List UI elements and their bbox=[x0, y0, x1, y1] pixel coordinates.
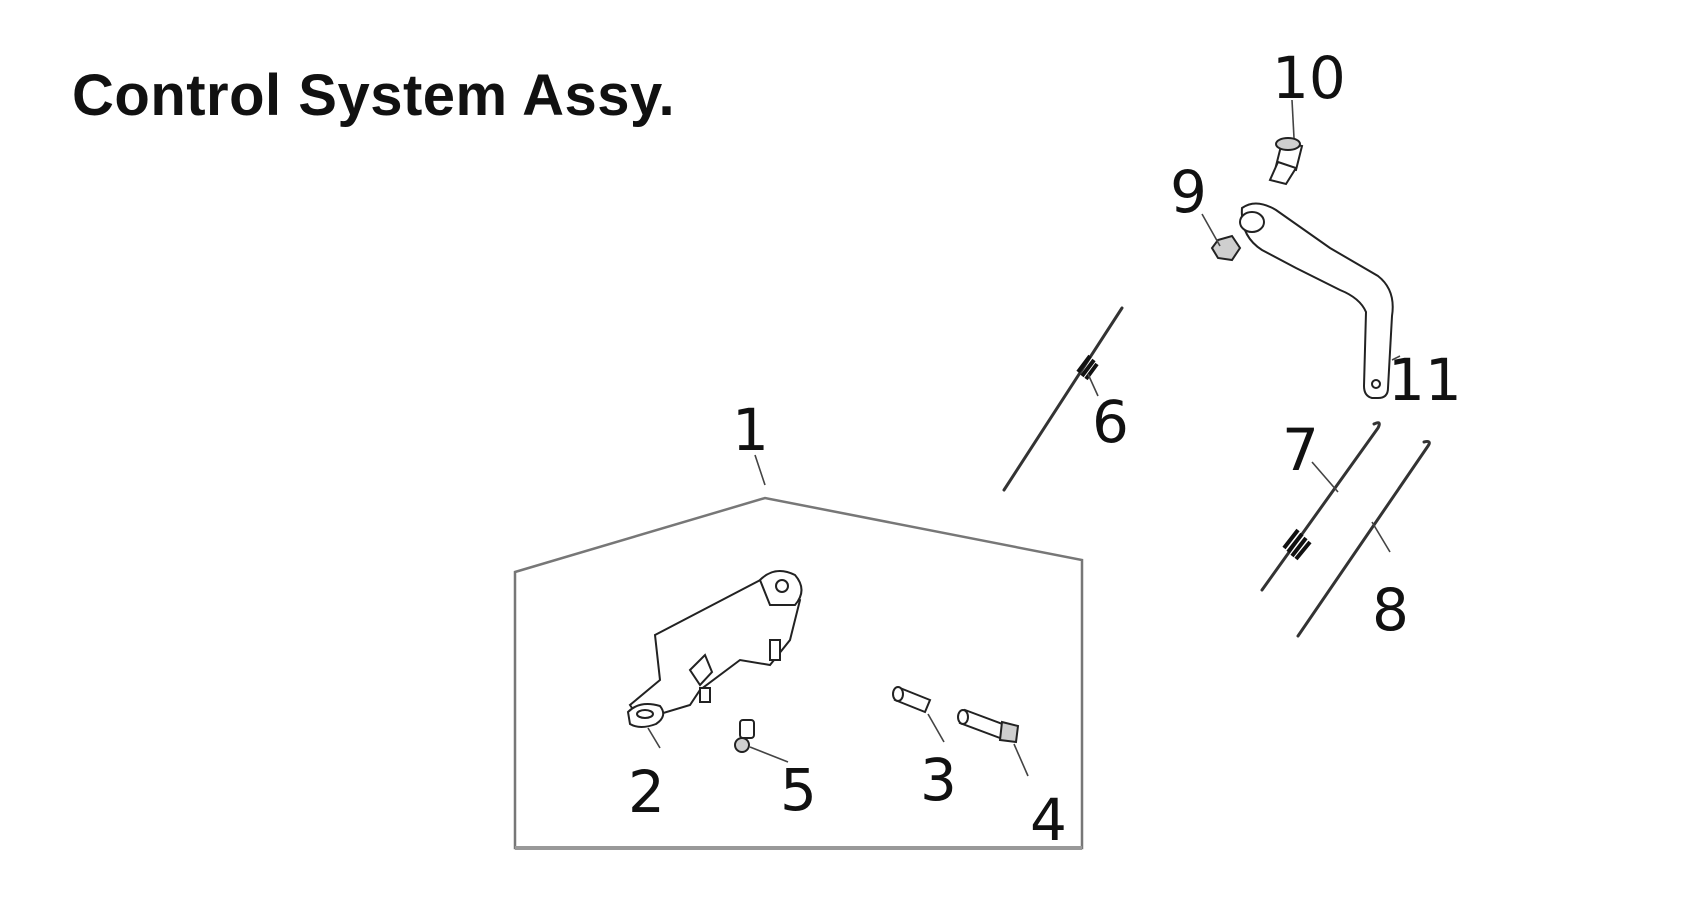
callout-4: 4 bbox=[1030, 786, 1067, 854]
kit-enclosure bbox=[513, 496, 1084, 850]
diagram-title: Control System Assy. bbox=[72, 63, 676, 128]
part-11-lever-arm bbox=[1239, 202, 1394, 399]
part-7-spring-rod bbox=[1260, 421, 1381, 592]
part-4-bolt bbox=[957, 708, 1020, 744]
leader-lines bbox=[647, 99, 1401, 777]
part-3-pin bbox=[892, 686, 932, 714]
callout-3: 3 bbox=[920, 746, 957, 814]
callout-11: 11 bbox=[1388, 346, 1462, 414]
callout-7: 7 bbox=[1282, 416, 1319, 484]
callout-8: 8 bbox=[1372, 576, 1409, 644]
part-8-rod bbox=[1296, 440, 1431, 638]
callout-5: 5 bbox=[780, 756, 817, 824]
callout-2: 2 bbox=[628, 758, 665, 826]
part-2-control-bracket bbox=[626, 570, 803, 728]
part-9-nut bbox=[1210, 234, 1242, 262]
part-10-bolt bbox=[1268, 137, 1304, 186]
callout-6: 6 bbox=[1092, 388, 1129, 456]
part-6-spring-rod bbox=[1002, 306, 1124, 492]
callout-9: 9 bbox=[1170, 158, 1207, 226]
callout-10: 10 bbox=[1272, 44, 1346, 112]
callout-1: 1 bbox=[732, 396, 769, 464]
part-5-bolt bbox=[734, 719, 755, 753]
